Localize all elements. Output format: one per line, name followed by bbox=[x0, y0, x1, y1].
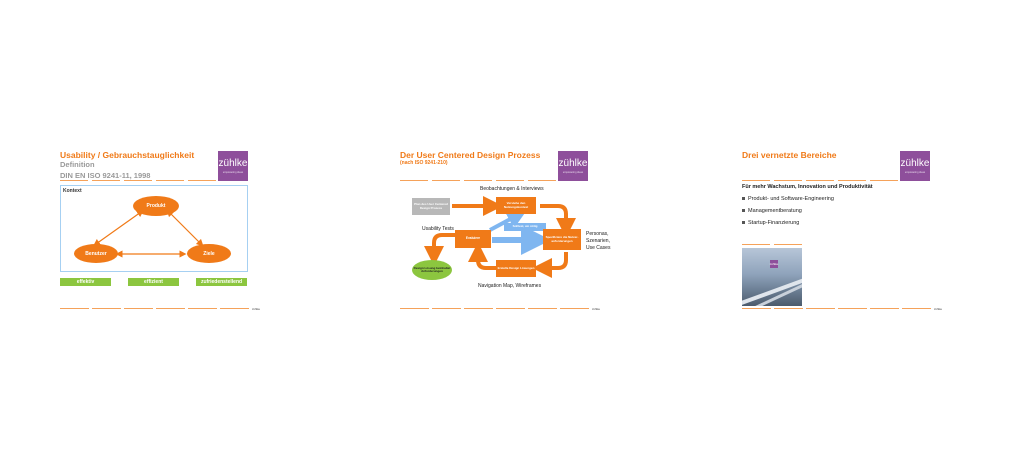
footer-brand: zühlke bbox=[934, 307, 943, 311]
node-produkt: Produkt bbox=[133, 196, 179, 216]
slide-subtitle-standard: DIN EN ISO 9241-11, 1998 bbox=[60, 171, 151, 180]
process-arrows bbox=[424, 196, 576, 278]
label-personas: Personas, bbox=[586, 231, 609, 237]
label-use-cases: Use Cases bbox=[586, 245, 611, 251]
bullet-item: Produkt- und Software-Engineering bbox=[742, 196, 834, 202]
node-ziele: Ziele bbox=[187, 244, 231, 263]
headline: Für mehr Wachstum, Innovation und Produk… bbox=[742, 184, 873, 190]
label-navigation-map: Navigation Map, Wireframes bbox=[478, 283, 542, 289]
logo-text: zühlke bbox=[218, 158, 248, 169]
footer-brand: zühlke bbox=[252, 307, 261, 311]
header-rule bbox=[400, 180, 556, 181]
footer-rule bbox=[742, 308, 931, 309]
slide-ucd-process: Der User Centered Design Prozess (nach I… bbox=[400, 140, 622, 318]
bullet-item: Startup-Finanzierung bbox=[742, 220, 799, 226]
logo-tagline: empowering ideas bbox=[562, 171, 584, 174]
slide-usability: Usability / Gebrauchstauglichkeit Defini… bbox=[60, 140, 282, 318]
arrow-label: Solltest, wo nötig bbox=[504, 223, 546, 231]
zuehlke-logo: zühlke empowering ideas bbox=[218, 151, 248, 181]
logo-text: zühlke bbox=[900, 158, 930, 169]
zuehlke-logo: zühlke empowering ideas bbox=[558, 151, 588, 181]
box-evaluate: Evaluiere bbox=[455, 230, 491, 248]
slide-title: Der User Centered Design Prozess bbox=[400, 150, 541, 160]
label-szenarien: Szenarien, bbox=[586, 238, 610, 244]
bullet-text: Produkt- und Software-Engineering bbox=[748, 196, 834, 202]
box-plan: Plan des User Centered Design Prozess bbox=[412, 198, 450, 215]
logo-tagline: empowering ideas bbox=[904, 171, 926, 174]
logo-text: zühlke bbox=[558, 158, 588, 169]
label-observations: Beobachtungen & Interviews bbox=[480, 186, 544, 192]
header-rule bbox=[60, 180, 216, 181]
slide-subtitle: (nach ISO 9241-210) bbox=[400, 160, 448, 166]
slide-title: Drei vernetzte Bereiche bbox=[742, 150, 837, 160]
building-photo: zühlke bbox=[742, 248, 802, 306]
bullet-text: Startup-Finanzierung bbox=[748, 220, 800, 226]
slide-title: Usability / Gebrauchstauglichkeit bbox=[60, 150, 195, 160]
triangle-arrows bbox=[93, 209, 204, 258]
footer-rule bbox=[400, 308, 589, 309]
bullet-text: Managementberatung bbox=[748, 208, 802, 214]
context-box: Kontext Produkt Benutzer Ziele bbox=[60, 185, 248, 272]
footer-brand: zühlke bbox=[592, 307, 601, 311]
logo-tagline: empowering ideas bbox=[222, 171, 244, 174]
photo-logo: zühlke bbox=[769, 260, 779, 268]
footer-rule bbox=[60, 308, 249, 309]
box-design-solutions: Erstelle Design Lösungen bbox=[496, 260, 536, 277]
quality-effektiv: effektiv bbox=[60, 278, 111, 286]
quality-effizient: effizient bbox=[128, 278, 179, 286]
photo-rule bbox=[742, 244, 802, 245]
header-rule bbox=[742, 180, 898, 181]
box-requirements: Spezifiziere die Nutzer-anforderungen bbox=[543, 229, 581, 250]
zuehlke-logo: zühlke empowering ideas bbox=[900, 151, 930, 181]
label-usability-tests: Usability Tests bbox=[422, 226, 454, 232]
slide-subtitle: Definition bbox=[60, 160, 95, 169]
box-understand-context: Verstehe den Nutzungskontext bbox=[496, 197, 536, 214]
node-benutzer: Benutzer bbox=[74, 244, 118, 263]
context-label: Kontext bbox=[63, 188, 82, 194]
oval-solution-ok: Design Lösung beinhaltet Anforderungen bbox=[412, 260, 452, 280]
slide-three-areas: Drei vernetzte Bereiche zühlke empowerin… bbox=[742, 140, 964, 318]
bullet-item: Managementberatung bbox=[742, 208, 802, 214]
quality-zufriedenstellend: zufriedenstellend bbox=[196, 278, 247, 286]
